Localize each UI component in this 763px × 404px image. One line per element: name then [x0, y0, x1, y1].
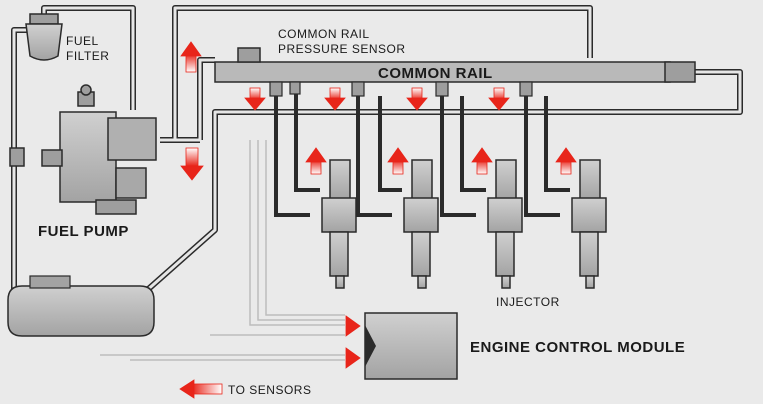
- injectors: [321, 159, 607, 289]
- common-rail-label: COMMON RAIL: [378, 65, 493, 82]
- fuel-filter-label-2: FILTER: [66, 49, 109, 63]
- to-sensors-label: TO SENSORS: [228, 383, 311, 397]
- arrow-down-3: [406, 87, 428, 111]
- injector-4: [571, 159, 607, 289]
- arrow-down-pump: [180, 147, 204, 181]
- arrow-to-sensors: [179, 379, 223, 399]
- sensor-label-1: COMMON RAIL: [278, 27, 370, 41]
- arrow-up-return: [180, 41, 202, 73]
- fuel-filter-label-1: FUEL: [66, 34, 99, 48]
- ecm-wiring: [100, 140, 345, 361]
- arrow-up-inj-1: [305, 147, 327, 175]
- injector-label: INJECTOR: [496, 295, 560, 309]
- rail-taps: [269, 81, 533, 97]
- fuel-pump: [9, 84, 157, 215]
- flow-arrows: [179, 41, 577, 399]
- arrow-down-4: [488, 87, 510, 111]
- injector-1: [321, 159, 357, 289]
- sensor-label-2: PRESSURE SENSOR: [278, 42, 406, 56]
- injector-3: [487, 159, 523, 289]
- fuel-pump-label: FUEL PUMP: [38, 223, 129, 240]
- fuel-tank: [7, 275, 155, 337]
- arrow-into-ecm-2: [345, 347, 361, 369]
- fuel-lines-inner: [12, 6, 742, 294]
- arrow-up-inj-3: [471, 147, 493, 175]
- arrow-up-inj-2: [387, 147, 409, 175]
- fuel-filter: [25, 13, 63, 61]
- arrow-down-2: [324, 87, 346, 111]
- arrow-into-ecm-1: [345, 315, 361, 337]
- injector-2: [403, 159, 439, 289]
- injector-feed-lines: [274, 94, 570, 217]
- common-rail: [214, 47, 696, 83]
- ecm-label: ENGINE CONTROL MODULE: [470, 339, 685, 356]
- arrow-down-1: [244, 87, 266, 111]
- engine-control-module: [364, 312, 458, 380]
- arrow-up-inj-4: [555, 147, 577, 175]
